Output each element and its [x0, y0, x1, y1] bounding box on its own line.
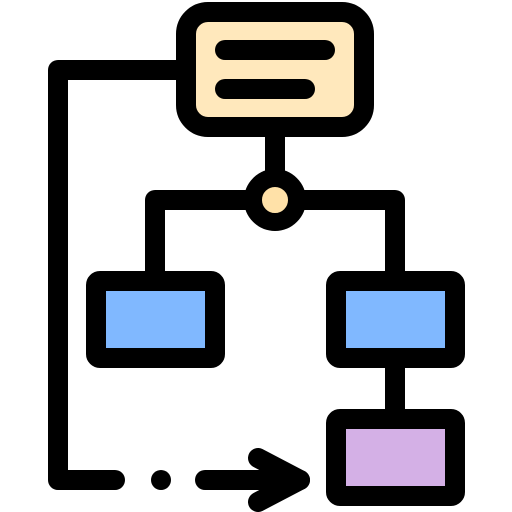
junction-node: [244, 169, 306, 231]
right-branch-line: [288, 190, 405, 292]
top-box: [176, 2, 374, 137]
connector-lines: [48, 60, 405, 512]
arrow-head: [248, 448, 310, 512]
bottom-box: [326, 409, 465, 506]
text-lines-icon: [215, 40, 335, 99]
loop-line: [48, 60, 190, 490]
left-branch-line: [145, 190, 262, 292]
dash-dot: [151, 470, 171, 490]
left-box: [86, 271, 225, 368]
right-box: [326, 271, 465, 368]
